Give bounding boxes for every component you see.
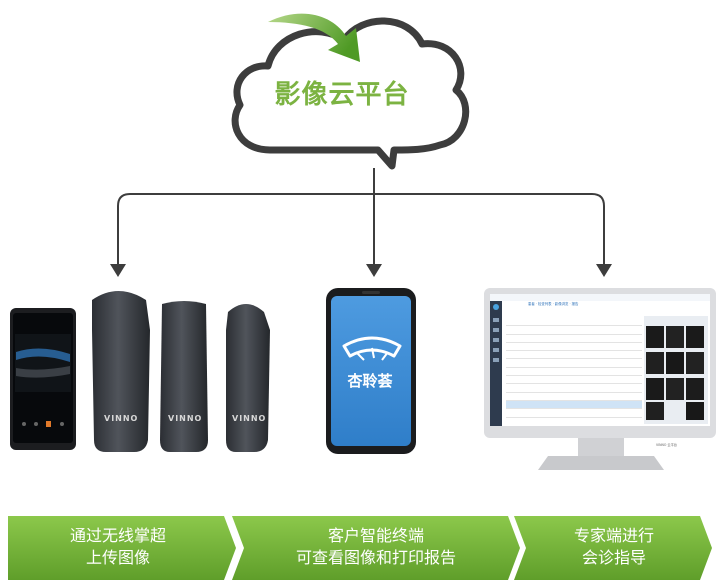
step-1-line2: 上传图像 [85, 548, 150, 567]
upload-arrow-icon [268, 13, 360, 62]
table-row [506, 351, 642, 360]
ultrasound-display-phone [10, 308, 76, 450]
table-row [506, 343, 642, 352]
table-row [506, 384, 642, 393]
step-2-line2: 可查看图像和打印报告 [295, 548, 456, 567]
table-row [506, 318, 642, 327]
table-row [506, 409, 642, 418]
monitor-header: 患者 · 检查列表 · 影像浏览 · 报告 [528, 302, 579, 306]
table-row [506, 400, 642, 410]
step-banner-3 [514, 516, 712, 580]
step-banner-1 [8, 516, 236, 580]
monitor-table [506, 318, 642, 418]
probe-brand-3: VINNO [232, 414, 267, 423]
probe-brand-2: VINNO [168, 414, 203, 423]
table-row [506, 376, 642, 385]
step-banners [8, 516, 712, 580]
table-row [506, 368, 642, 377]
phone-app-name: 杏聆荟 [347, 372, 393, 390]
step-1-text: 通过无线掌超 上传图像 [12, 525, 224, 569]
probe-3 [226, 304, 270, 452]
table-row [506, 335, 642, 343]
step-3-text: 专家端进行 会诊指导 [528, 525, 700, 569]
probe-2 [160, 301, 208, 452]
cloud-outline [231, 17, 470, 170]
table-row [506, 359, 642, 368]
arrowheads [110, 264, 612, 277]
probe-brand-1: VINNO [104, 414, 139, 423]
monitor-footer: VINNO 云平台 [656, 443, 677, 447]
probe-1 [92, 291, 150, 452]
connector-lines [117, 168, 605, 266]
step-2-line1: 客户智能终端 [327, 526, 424, 545]
step-3-line1: 专家端进行 [573, 526, 654, 545]
client-smartphone [326, 288, 416, 454]
cloud-title: 影像云平台 [274, 80, 410, 110]
table-row [506, 326, 642, 335]
step-2-text: 客户智能终端 可查看图像和打印报告 [246, 525, 506, 569]
step-3-line2: 会诊指导 [581, 548, 646, 567]
table-row [506, 393, 642, 401]
step-banner-2 [232, 516, 520, 580]
step-1-line1: 通过无线掌超 [69, 526, 166, 545]
